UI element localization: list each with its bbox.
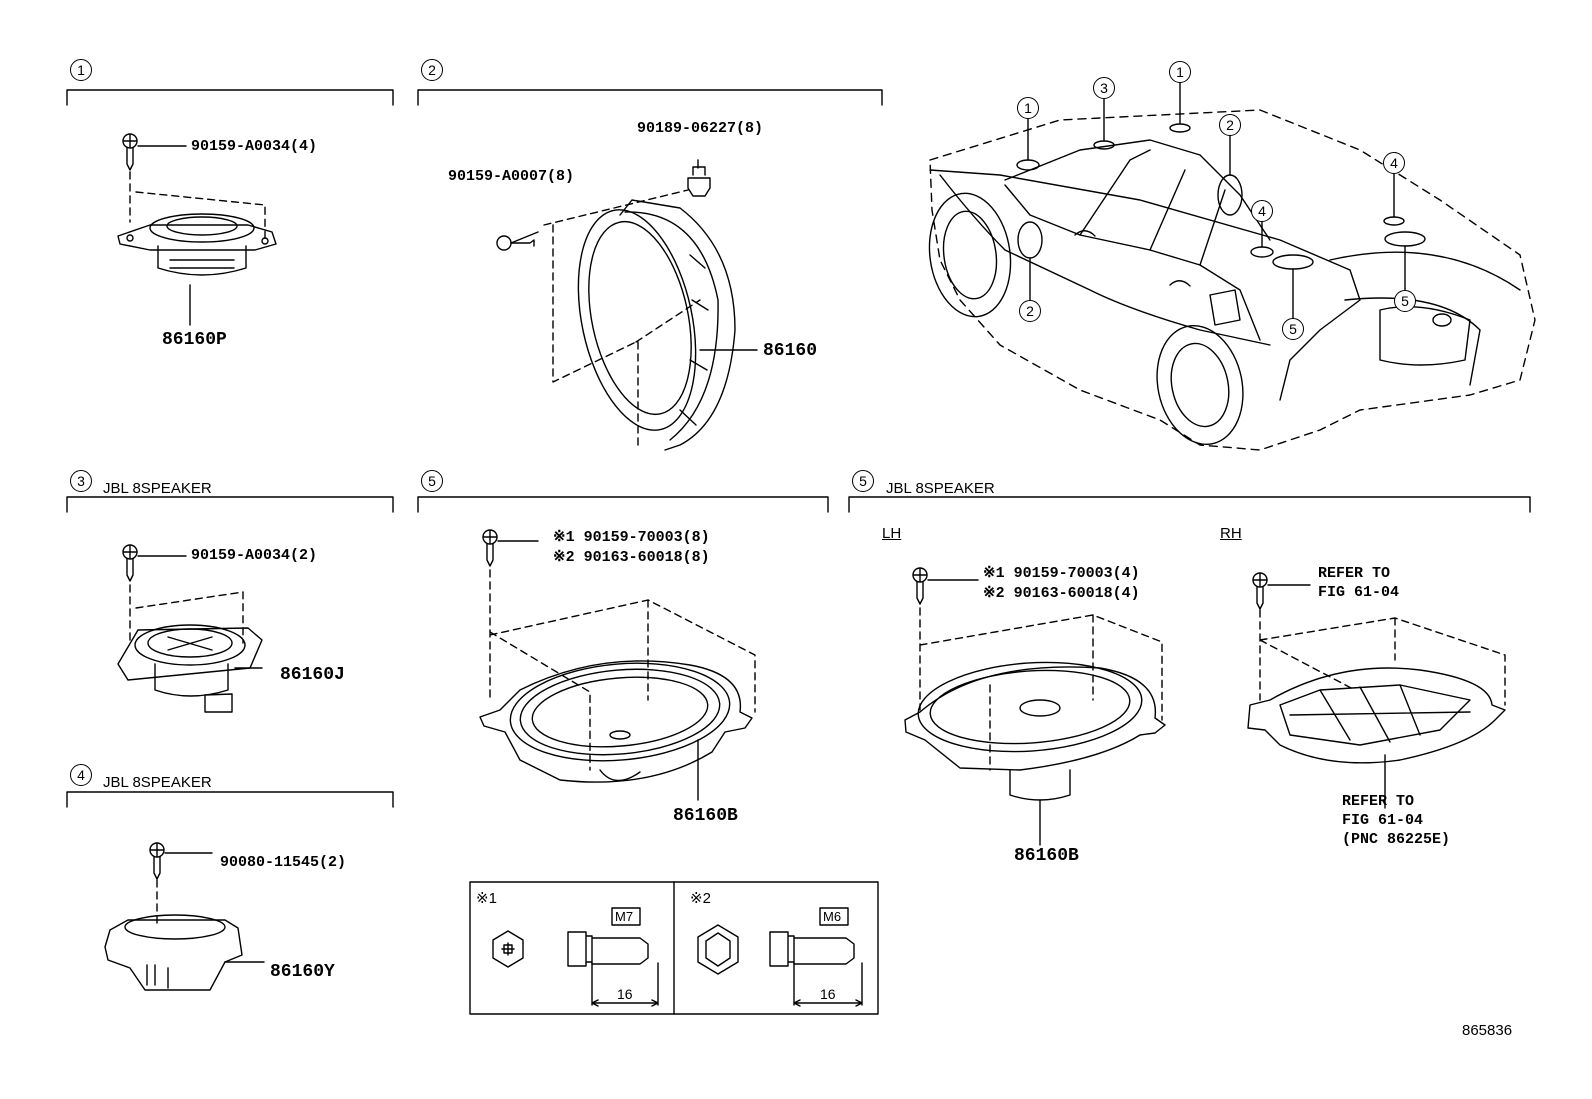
car-callout-1b: 1 <box>1169 61 1191 83</box>
rh-panel-refer-line1: REFER TO <box>1342 793 1415 810</box>
speaker-86160b-lh-drawing <box>904 567 1166 846</box>
section-1-bracket <box>66 89 394 106</box>
bolt-icon <box>149 842 165 880</box>
car-callout-1a: 1 <box>1017 97 1039 119</box>
car-callout-4a: 4 <box>1251 200 1273 222</box>
speaker-location-markers <box>1016 123 1426 270</box>
section-4-number: 4 <box>70 764 92 786</box>
section-3-number: 3 <box>70 470 92 492</box>
part-label-86160y: 86160Y <box>270 962 335 982</box>
legend-length-2: 16 <box>820 986 836 1002</box>
fastener-legend-drawing <box>469 881 879 1015</box>
car-callout-2b: 2 <box>1019 300 1041 322</box>
section-4-bracket <box>66 791 394 808</box>
section-3-title: JBL 8SPEAKER <box>103 480 212 497</box>
car-callout-4b: 4 <box>1383 152 1405 174</box>
section-5b-bracket <box>848 496 1531 513</box>
car-callout-5b: 5 <box>1394 290 1416 312</box>
legend-mark-1: ※1 <box>476 890 497 907</box>
section-2-bracket <box>417 89 883 106</box>
section-1-number: 1 <box>70 59 92 81</box>
part-label-86160: 86160 <box>763 341 818 361</box>
vehicle-location-drawing <box>928 82 1536 451</box>
part-label-86160b-lh: 86160B <box>1014 846 1079 866</box>
speaker-86160y-drawing <box>104 842 265 991</box>
part-label-s3-bolt: 90159-A0034(2) <box>191 547 318 564</box>
speaker-panel-rh-drawing <box>1247 572 1506 809</box>
car-callout-2a: 2 <box>1219 114 1241 136</box>
rh-panel-refer-line2: FIG 61-04 <box>1342 812 1424 829</box>
bolt-icon <box>482 529 498 567</box>
part-label-lh-bolt1: ※1 90159-70003(4) <box>983 565 1140 582</box>
lh-label: LH <box>882 525 902 542</box>
part-label-86160b: 86160B <box>673 806 738 826</box>
section-4-title: JBL 8SPEAKER <box>103 774 212 791</box>
screw-icon <box>496 235 535 251</box>
part-label-s2-clip: 90189-06227(8) <box>637 120 764 137</box>
part-label-lh-bolt2: ※2 90163-60018(4) <box>983 585 1140 602</box>
part-label-s1-bolt: 90159-A0034(4) <box>191 138 318 155</box>
bolt-icon <box>1252 572 1268 610</box>
part-label-s2-screw: 90159-A0007(8) <box>448 168 575 185</box>
section-5-number: 5 <box>421 470 443 492</box>
section-5b-title: JBL 8SPEAKER <box>886 480 995 497</box>
rh-panel-refer-line3: (PNC 86225E) <box>1342 831 1451 848</box>
bolt-icon <box>122 544 138 582</box>
legend-size-m7: M7 <box>615 909 634 924</box>
legend-size-m6: M6 <box>823 909 842 924</box>
car-callout-5a: 5 <box>1282 318 1304 340</box>
speaker-86160-drawing <box>496 159 758 451</box>
section-5-bracket <box>417 496 829 513</box>
clip-icon <box>687 166 711 197</box>
rh-bolt-refer-line2: FIG 61-04 <box>1318 584 1400 601</box>
legend-length-1: 16 <box>617 986 633 1002</box>
legend-mark-2: ※2 <box>690 890 711 907</box>
speaker-86160b-drawing <box>479 529 756 801</box>
bolt-icon <box>122 133 138 171</box>
speaker-86160j-drawing <box>117 544 263 713</box>
bolt-icon <box>912 567 928 605</box>
part-label-s5-bolt2: ※2 90163-60018(8) <box>553 549 710 566</box>
rh-bolt-refer-line1: REFER TO <box>1318 565 1391 582</box>
section-5b-number: 5 <box>852 470 874 492</box>
section-3-bracket <box>66 496 394 513</box>
rh-label: RH <box>1220 525 1242 542</box>
part-label-86160p: 86160P <box>162 330 227 350</box>
car-callout-3: 3 <box>1093 77 1115 99</box>
part-label-s5-bolt1: ※1 90159-70003(8) <box>553 529 710 546</box>
speaker-86160p-drawing <box>117 133 277 326</box>
diagram-id: 865836 <box>1462 1022 1513 1039</box>
part-label-86160j: 86160J <box>280 665 345 685</box>
part-label-s4-bolt: 90080-11545(2) <box>220 854 347 871</box>
section-2-number: 2 <box>421 59 443 81</box>
